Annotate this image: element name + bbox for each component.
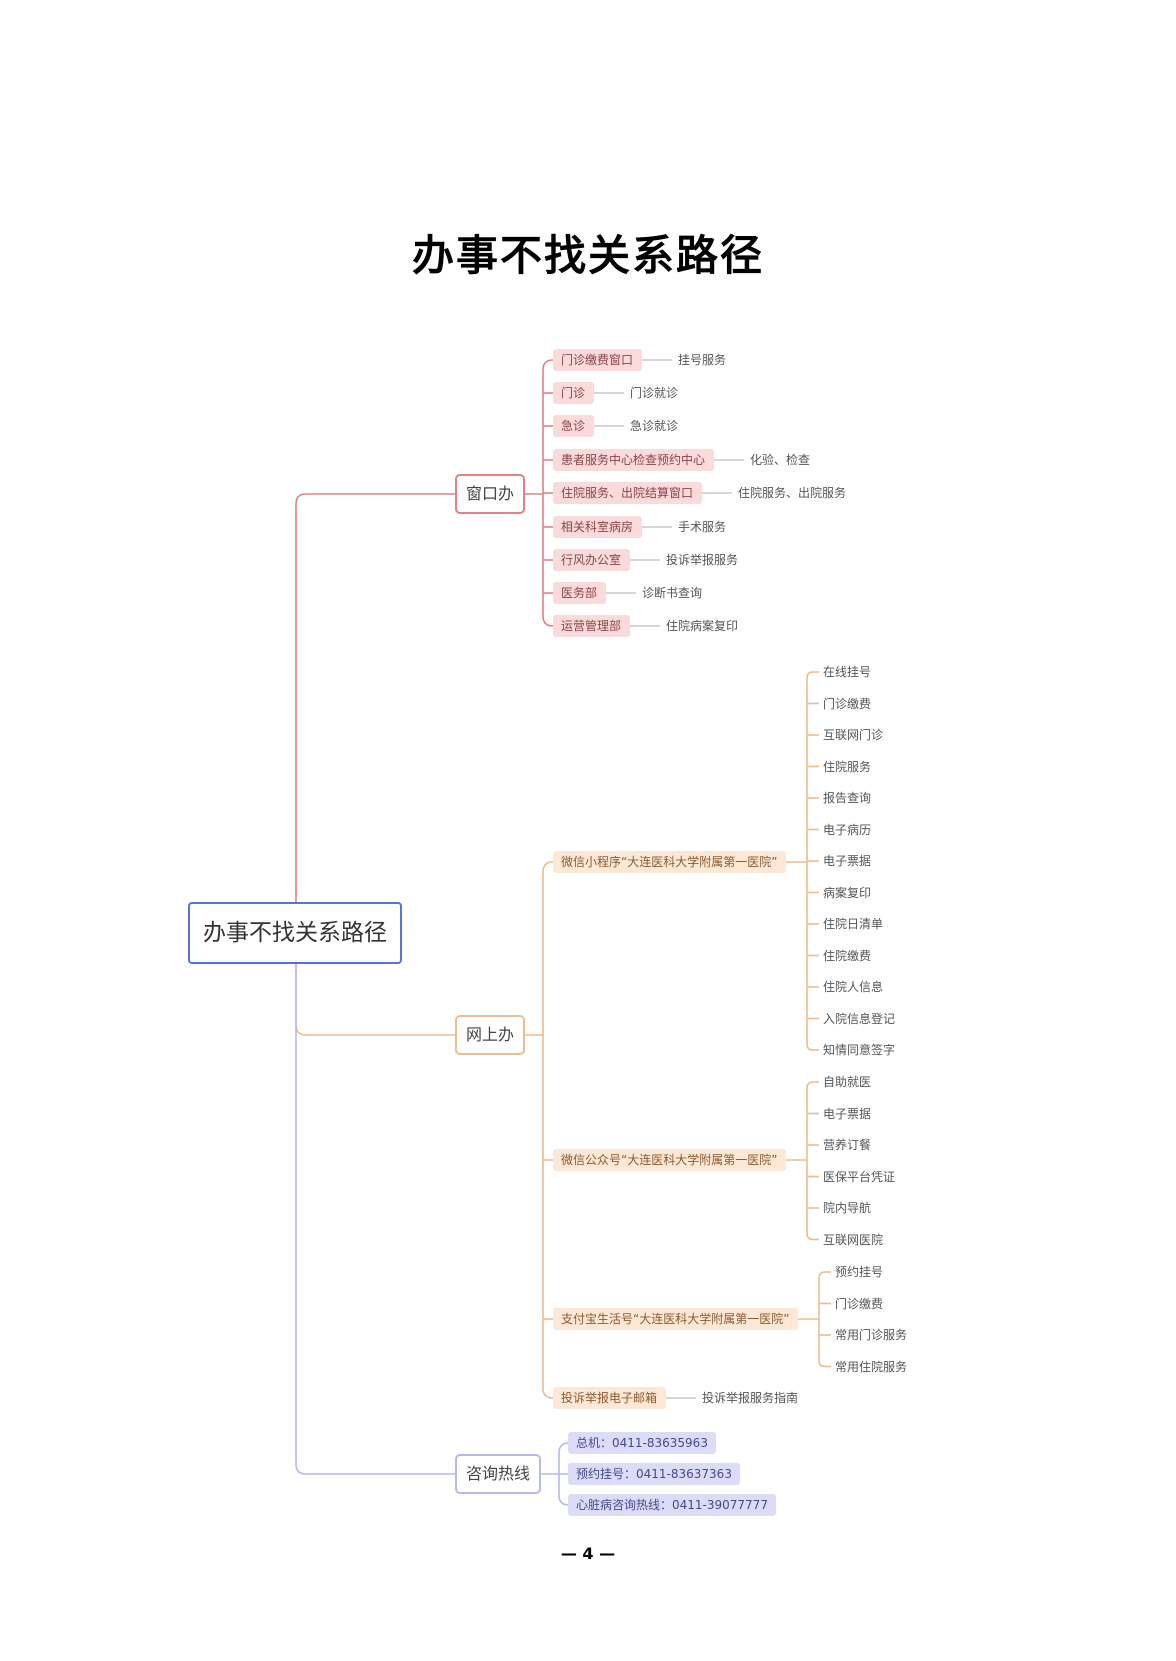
category-pill: 微信公众号“大连医科大学附属第一医院” (553, 1149, 786, 1171)
leaf-item: 电子病历 (823, 822, 872, 837)
leaf-item: 医保平台凭证 (823, 1169, 896, 1184)
leaf-item: 门诊就诊 (630, 386, 679, 400)
leaf-item: 挂号服务 (678, 353, 727, 367)
connector-line (295, 493, 455, 902)
leaf-item: 住院服务、出院服务 (738, 486, 847, 500)
leaf-item: 投诉举报服务 (666, 553, 739, 567)
connector-line (542, 1035, 554, 1399)
leaf-item: 预约挂号 (835, 1265, 884, 1279)
leaf-item: 化验、检查 (750, 453, 811, 467)
leaf-item: 在线挂号 (823, 665, 872, 679)
category-pill: 投诉举报电子邮箱 (553, 1387, 666, 1409)
connector-line (542, 861, 554, 1035)
connector-line (542, 494, 554, 627)
category-pill: 患者服务中心检查预约中心 (553, 449, 714, 471)
category-pill: 支付宝生活号“大连医科大学附属第一医院” (553, 1308, 798, 1330)
connector-line (558, 1474, 570, 1506)
leaf-item: 病案复印 (823, 885, 872, 900)
leaf-item: 门诊缴费 (823, 696, 872, 711)
branch-node: 网上办 (455, 1015, 525, 1055)
category-pill: 医务部 (553, 582, 606, 604)
leaf-item: 知情同意签字 (823, 1043, 896, 1057)
category-pill: 行风办公室 (553, 549, 630, 571)
root-node: 办事不找关系路径 (188, 902, 402, 964)
category-pill: 门诊缴费窗口 (553, 349, 642, 371)
leaf-item: 住院人信息 (823, 980, 884, 994)
leaf-item: 诊断书查询 (642, 586, 703, 600)
leaf-item: 互联网医院 (823, 1232, 884, 1247)
leaf-item: 互联网门诊 (823, 728, 884, 742)
leaf-item: 常用门诊服务 (835, 1328, 908, 1342)
leaf-item: 常用住院服务 (835, 1359, 908, 1374)
leaf-item: 门诊缴费 (835, 1296, 884, 1311)
connector-line (295, 964, 455, 1475)
leaf-item: 院内导航 (823, 1201, 872, 1215)
category-pill: 心脏病咨询热线：0411-39077777 (568, 1494, 776, 1516)
leaf-item: 住院服务 (823, 759, 872, 774)
page-number: — 4 — (560, 1544, 616, 1563)
leaf-item: 住院日清单 (823, 917, 884, 931)
leaf-item: 住院病案复印 (666, 619, 739, 633)
category-pill: 运营管理部 (553, 615, 630, 637)
connector-line (295, 964, 455, 1036)
connector-line (818, 1271, 826, 1319)
leaf-item: 营养订餐 (823, 1138, 872, 1152)
leaf-item: 电子票据 (823, 1106, 872, 1121)
branch-node: 咨询热线 (455, 1454, 541, 1494)
category-pill: 微信小程序“大连医科大学附属第一医院” (553, 851, 786, 873)
category-pill: 急诊 (553, 415, 594, 437)
category-pill: 总机：0411-83635963 (568, 1432, 716, 1454)
connector-line (806, 1160, 814, 1241)
leaf-item: 电子票据 (823, 854, 872, 868)
leaf-item: 入院信息登记 (823, 1011, 896, 1026)
leaf-item: 住院缴费 (823, 948, 872, 963)
connector-line (818, 1319, 826, 1368)
leaf-item: 投诉举报服务指南 (702, 1391, 799, 1405)
branch-node: 窗口办 (455, 474, 525, 514)
category-pill: 门诊 (553, 382, 594, 404)
leaf-item: 报告查询 (823, 791, 872, 805)
leaf-item: 急诊就诊 (630, 419, 679, 433)
connector-line (542, 359, 554, 494)
page-title: 办事不找关系路径 (411, 231, 764, 280)
connector-line (558, 1442, 570, 1474)
leaf-item: 自助就医 (823, 1075, 872, 1089)
leaf-item: 手术服务 (678, 520, 727, 534)
connector-line (806, 1081, 814, 1160)
category-pill: 住院服务、出院结算窗口 (553, 482, 702, 504)
category-pill: 预约挂号：0411-83637363 (568, 1463, 740, 1485)
connector-line (806, 671, 814, 862)
category-pill: 相关科室病房 (553, 516, 642, 538)
connector-line (806, 862, 814, 1051)
